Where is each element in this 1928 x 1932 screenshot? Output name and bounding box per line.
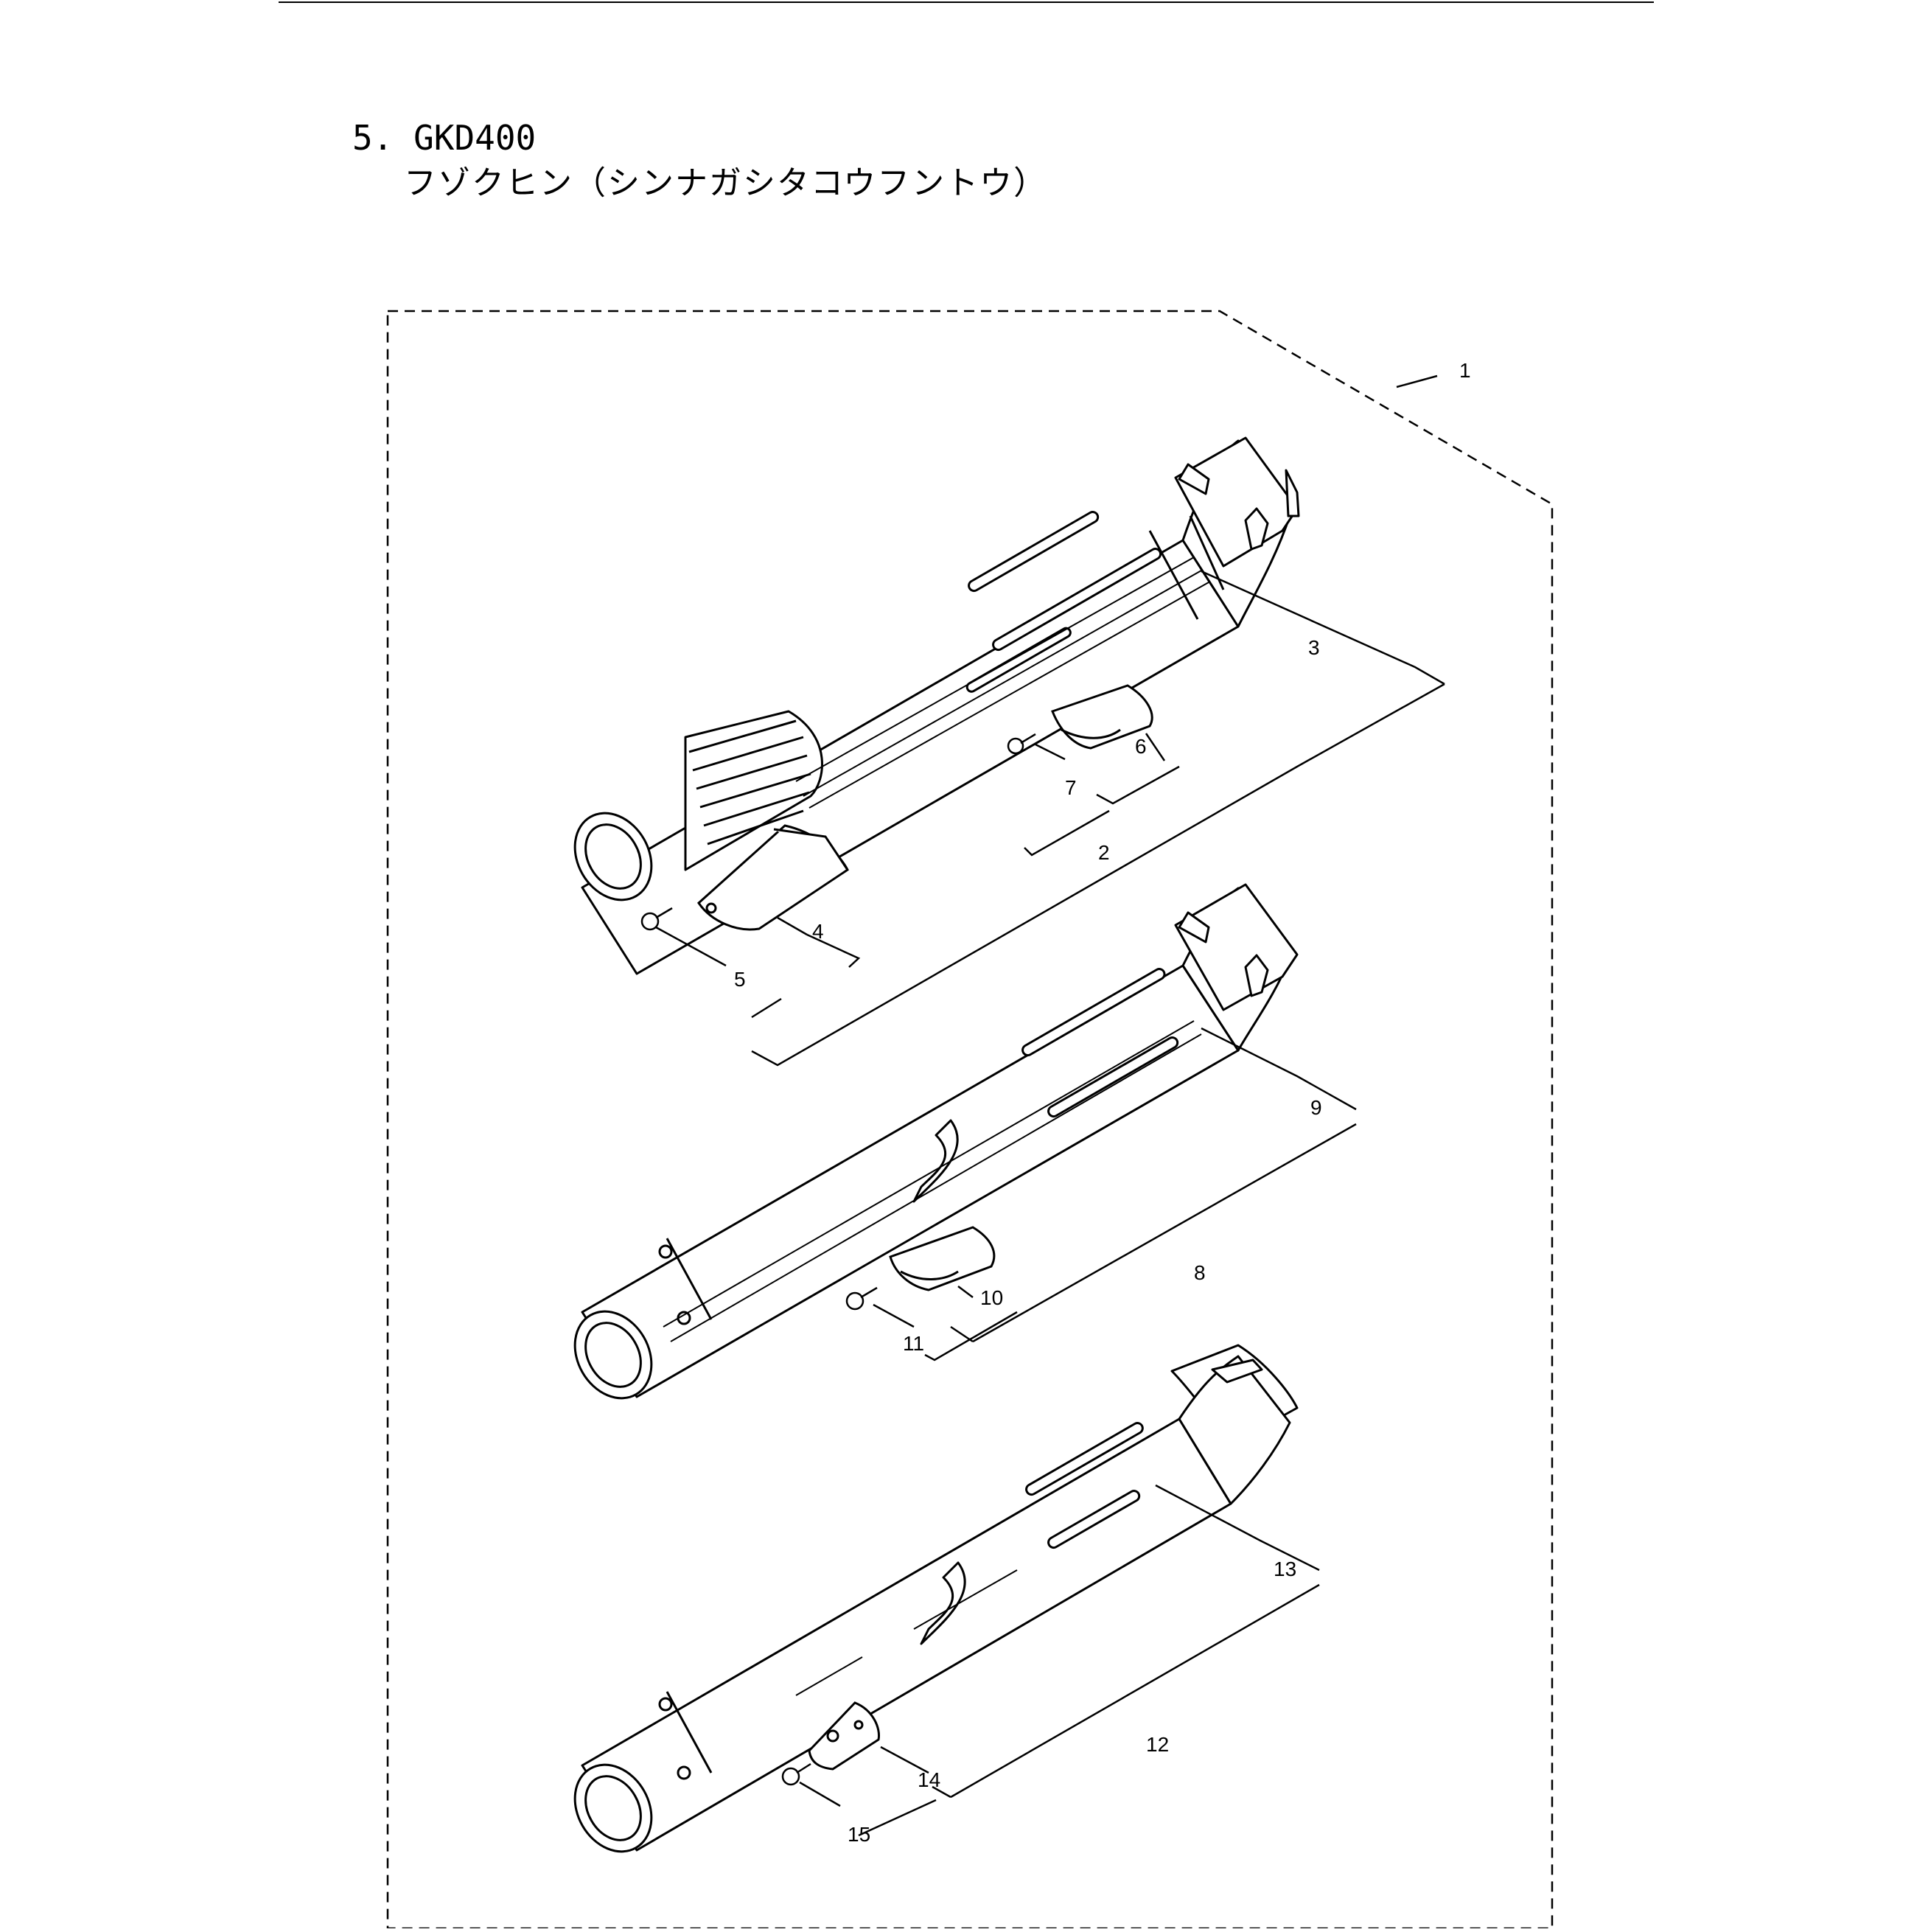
callout-2: 2 [1098,841,1110,864]
screw-11 [845,1286,878,1311]
leader-lines [655,374,1445,1837]
pipe-assembly-bottom [573,1344,1299,1853]
callout-6: 6 [1135,735,1147,758]
callout-numbers: 1 3 6 7 2 4 5 9 8 10 11 13 12 14 15 [734,359,1471,1846]
model-title: 5. GKD400 [352,118,537,158]
callout-9: 9 [1310,1096,1322,1119]
callout-7: 7 [1065,776,1077,799]
callout-12: 12 [1146,1733,1169,1756]
holder-bracket-6 [1051,684,1153,750]
holder-bracket-10 [889,1226,996,1291]
callout-5: 5 [734,968,746,991]
pipe-assembly-middle [573,883,1299,1400]
screw-5 [640,907,673,931]
holder-bracket-4 [697,824,849,931]
callout-11: 11 [903,1332,924,1355]
callout-1: 1 [1459,359,1471,382]
callout-13: 13 [1274,1558,1296,1580]
callout-3: 3 [1308,636,1320,659]
holder-bracket-14 [808,1701,881,1771]
callout-8: 8 [1194,1261,1206,1284]
callout-10: 10 [980,1286,1003,1309]
part-group-subtitle: フゾクヒン（シンナガシタコウフントウ） [404,164,1048,202]
callout-15: 15 [848,1823,870,1846]
callout-4: 4 [812,920,824,943]
pipe-assembly-top [573,436,1300,975]
screw-15 [781,1762,811,1786]
callout-14: 14 [918,1768,940,1791]
screw-7 [1007,733,1036,755]
assembly-boundary [386,310,1554,1930]
